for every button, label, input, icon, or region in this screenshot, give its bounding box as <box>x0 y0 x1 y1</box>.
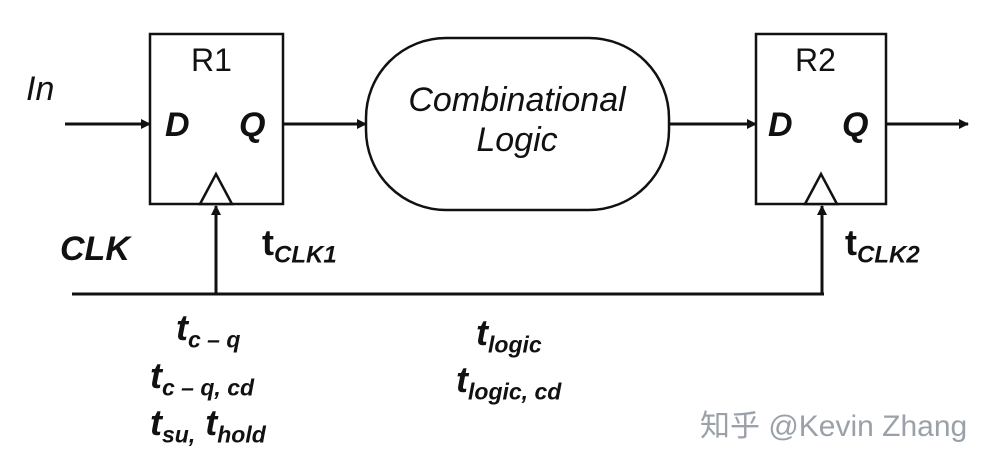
tclk1-subscript: CLK1 <box>274 241 337 269</box>
tlogic-cd-label: tlogic, cd <box>456 359 562 405</box>
tcq-cd-subscript: c – q, cd <box>162 374 255 401</box>
tclk2-subscript: CLK2 <box>857 241 920 269</box>
register-r2-d-pin: D <box>768 106 793 144</box>
watermark: 知乎 @Kevin Zhang <box>700 410 968 443</box>
tcq-label: tc – q <box>176 307 241 353</box>
register-r1-q-pin: Q <box>239 106 266 144</box>
tclk2-symbol: t <box>845 222 857 263</box>
tcq-subscript: c – q <box>188 326 241 353</box>
register-r1-clock-triangle <box>197 171 235 206</box>
combinational-logic-line2: Logic <box>476 121 558 160</box>
register-r2-title: R2 <box>795 42 836 78</box>
tlogic-label: tlogic <box>476 312 542 358</box>
tsu-subscript: su, <box>162 421 196 448</box>
clock-label: CLK <box>60 230 130 268</box>
register-r2-clock-triangle <box>802 171 840 206</box>
tsu-thold-label: tsu, thold <box>150 402 266 448</box>
combinational-logic-label: Combinational Logic <box>367 80 667 160</box>
register-r1-d-pin: D <box>165 106 190 144</box>
register-r2-q-pin: Q <box>842 106 869 144</box>
thold-subscript: hold <box>217 421 266 448</box>
tclk1-label: tCLK1 <box>262 225 337 268</box>
input-label: In <box>26 70 55 108</box>
tlogic-subscript: logic <box>488 331 542 358</box>
tcq-cd-label: tc – q, cd <box>150 355 255 401</box>
tclk2-label: tCLK2 <box>845 225 920 268</box>
register-r1-title: R1 <box>191 42 232 78</box>
combinational-logic-line1: Combinational <box>408 81 626 119</box>
tlogic-cd-subscript: logic, cd <box>468 378 562 405</box>
tclk1-symbol: t <box>262 222 274 263</box>
